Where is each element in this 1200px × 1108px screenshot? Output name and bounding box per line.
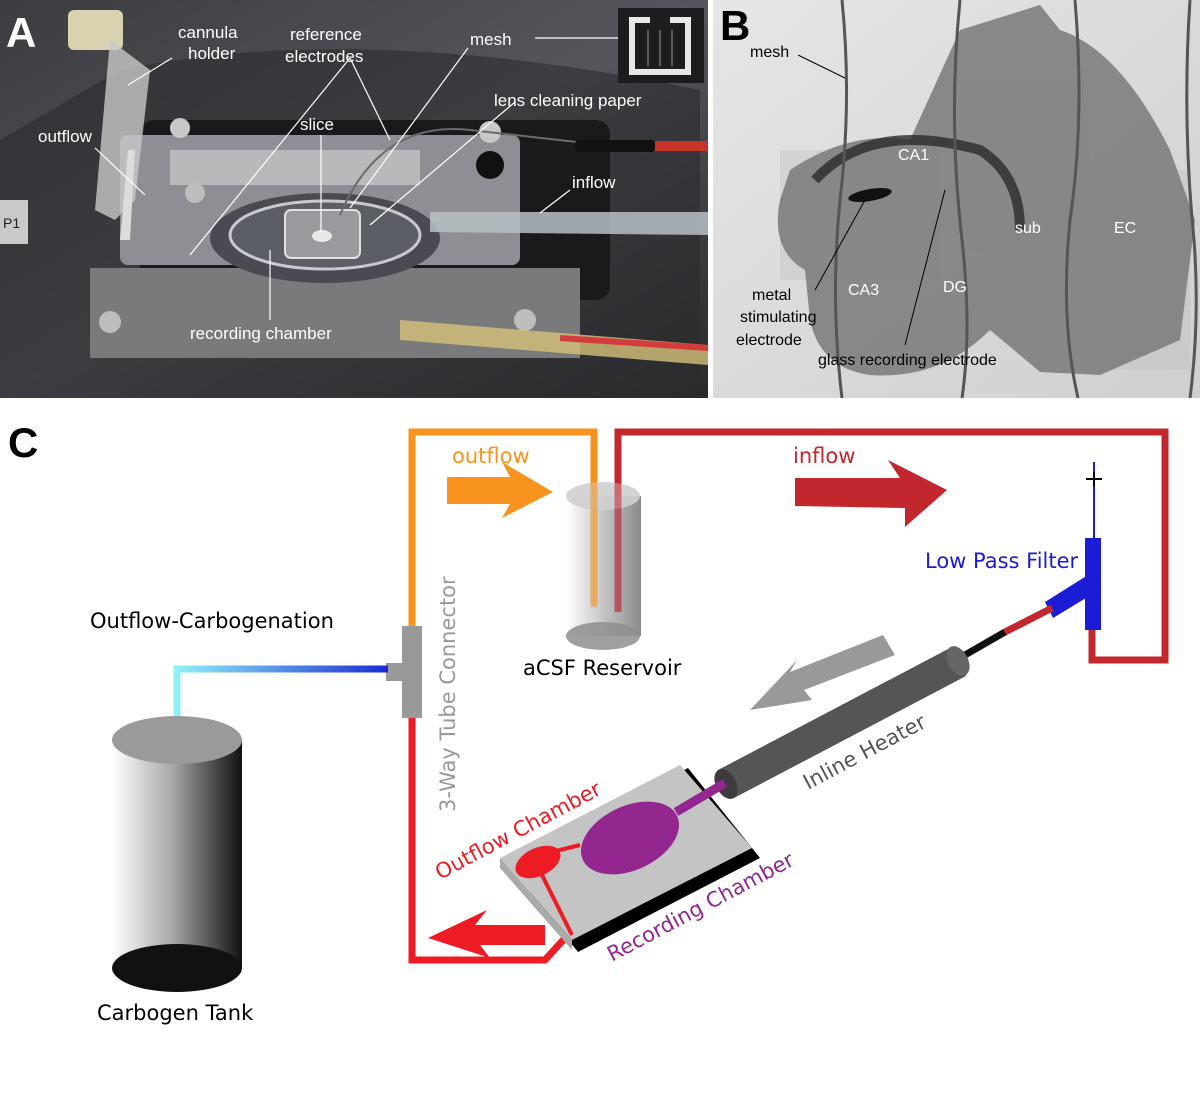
label-electrode: electrode <box>736 332 802 349</box>
inline-heater <box>714 646 970 799</box>
label-ca3: CA3 <box>848 282 879 299</box>
label-outflow-carbogenation: Outflow-Carbogenation <box>90 609 334 633</box>
label-three-way-connector: 3-Way Tube Connector <box>436 576 460 812</box>
panel-a: P1 A cannula holder reference electrodes… <box>0 0 709 399</box>
plate-tag-text: P1 <box>3 215 20 231</box>
label-recording-chamber-a: recording chamber <box>190 324 332 343</box>
reference-strip <box>170 150 420 185</box>
panel-a-callout-lines <box>94 37 618 320</box>
label-stimulating: stimulating <box>740 309 816 326</box>
stimulating-electrode-tip <box>848 187 892 203</box>
recording-rig <box>500 765 760 952</box>
recording-chamber-shape <box>580 801 680 875</box>
acsf-reservoir <box>566 482 641 650</box>
panel-c: C <box>8 419 1169 1025</box>
label-outflow-a: outflow <box>38 127 93 146</box>
heater-outlet <box>673 779 728 816</box>
panel-label-c: C <box>8 419 38 466</box>
label-holder: holder <box>188 44 236 63</box>
label-ec: EC <box>1114 220 1136 237</box>
heater-feed-red <box>1003 604 1054 636</box>
mesh-wire-4 <box>1185 0 1198 399</box>
screw-2 <box>185 183 205 203</box>
screw-4 <box>99 311 121 333</box>
filter-body <box>1085 538 1101 630</box>
panel-label-b: B <box>720 2 750 49</box>
mesh-wire-1 <box>833 0 849 399</box>
label-inflow-c: inflow <box>793 444 855 468</box>
brain-slice <box>777 5 1195 376</box>
flow-arrow-gray <box>750 635 895 710</box>
label-reference: reference <box>290 25 362 44</box>
label-carbogen-tank: Carbogen Tank <box>97 1001 254 1025</box>
wire-connector <box>575 140 655 152</box>
label-lens-paper: lens cleaning paper <box>494 91 642 110</box>
panel-b-callout-lines <box>797 54 946 346</box>
label-dg: DG <box>943 279 967 296</box>
three-way-port <box>386 663 406 681</box>
electrode-red <box>559 335 709 351</box>
slice-tissue <box>312 230 332 242</box>
label-acsf-reservoir: aCSF Reservoir <box>523 656 682 680</box>
panel-label-a: A <box>6 9 36 56</box>
return-arrow <box>428 910 545 958</box>
inflow-tube <box>430 212 708 235</box>
mesh-wire-3 <box>1064 0 1081 399</box>
outflow-arrow <box>447 462 553 518</box>
label-inflow-a: inflow <box>572 173 616 192</box>
mesh-inset-frame <box>629 17 691 75</box>
label-mesh-a: mesh <box>470 30 512 49</box>
label-mesh-b: mesh <box>750 44 789 61</box>
label-slice: slice <box>300 115 334 134</box>
mesh-wire-2 <box>952 0 969 399</box>
label-glass-electrode: glass recording electrode <box>818 352 997 369</box>
return-tube <box>408 718 568 964</box>
cannula-holder-body <box>95 40 150 220</box>
wire-red <box>655 141 708 151</box>
label-outflow-c: outflow <box>452 444 530 468</box>
carbogen-tank <box>112 716 242 992</box>
black-plug <box>476 151 504 179</box>
label-ca1: CA1 <box>898 147 929 164</box>
filter-branch <box>1045 575 1096 618</box>
screw-5 <box>514 309 536 331</box>
electrode-holder <box>400 320 708 365</box>
label-metal: metal <box>752 287 791 304</box>
cannula-tube <box>120 150 135 240</box>
panel-b: B mesh CA1 CA3 DG sub EC metal stimulati… <box>713 0 1200 399</box>
label-electrodes: electrodes <box>285 47 363 66</box>
cannula-knob <box>68 10 123 50</box>
inflow-tube <box>614 428 1169 664</box>
label-low-pass-filter: Low Pass Filter <box>925 549 1079 573</box>
label-cannula: cannula <box>178 23 238 42</box>
heater-feed-black <box>963 628 1007 659</box>
screw-1 <box>170 118 190 138</box>
pyramidal-layer <box>811 135 1025 231</box>
plate-tag <box>0 200 28 244</box>
label-sub: sub <box>1015 220 1041 237</box>
three-way-connector <box>402 626 422 718</box>
inflow-arrow <box>795 460 947 527</box>
